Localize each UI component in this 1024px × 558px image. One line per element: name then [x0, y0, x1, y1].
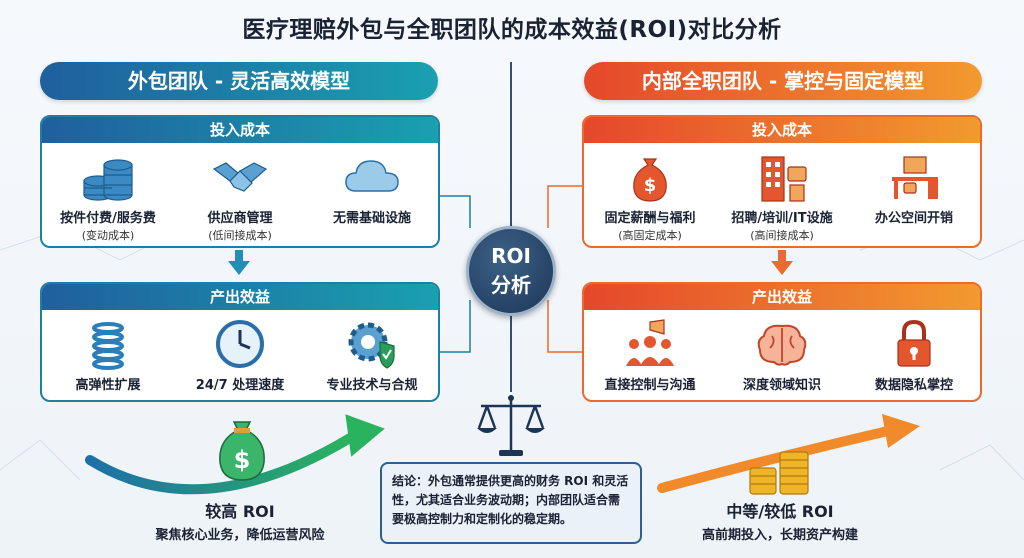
inhouse-output-panel: 产出效益 直接控制与沟通 深度领域知识 [582, 282, 982, 402]
result-title: 较高 ROI [205, 502, 275, 521]
item-label: 24/7 处理速度 [195, 378, 285, 393]
brain-icon [752, 318, 812, 370]
team-megaphone-icon [620, 318, 680, 370]
item-label: 高弹性扩展 [75, 378, 141, 393]
item-label: 固定薪酬与福利 [604, 211, 696, 226]
result-description: 高前期投入，长期资产构建 [701, 528, 858, 543]
outsourcing-input-panel: 投入成本 按件付费/服务费 (变动成本) [40, 115, 440, 248]
outsourcing-banner: 外包团队 - 灵活高效模型 [40, 62, 438, 100]
item-label: 无需基础设施 [332, 211, 411, 226]
result-description: 聚焦核心业务，降低运营风险 [155, 528, 325, 543]
left-flow-arrow-icon [228, 261, 250, 275]
office-building-icon [752, 151, 812, 203]
money-bag-icon: $ [219, 421, 265, 481]
inhouse-result: 中等/较低 ROI 高前期投入，长期资产构建 [650, 498, 910, 543]
left-rising-arrow-icon [85, 414, 385, 495]
right-flow-arrow-icon [771, 261, 793, 275]
input-item-no-infrastructure: 无需基础设施 [310, 151, 435, 243]
item-label: 数据隐私掌控 [874, 378, 953, 393]
item-label: 供应商管理 [207, 211, 273, 226]
panel-header: 产出效益 [42, 284, 438, 310]
input-item-fixed-salary: $ 固定薪酬与福利 (高固定成本) [588, 151, 713, 243]
input-item-vendor-management: 供应商管理 (低间接成本) [178, 151, 303, 243]
roi-analysis-badge: ROI 分析 [466, 226, 556, 316]
input-item-pay-per-piece: 按件付费/服务费 (变动成本) [46, 151, 171, 243]
item-label: 按件付费/服务费 [60, 211, 156, 226]
roi-badge-line1: ROI [491, 244, 531, 268]
outsourcing-output-panel: 产出效益 高弹性扩展 24/7 处理速度 [40, 282, 440, 402]
output-item-data-privacy: 数据隐私掌控 [852, 318, 977, 393]
item-sublabel: (高间接成本) [750, 229, 814, 242]
spring-icon [78, 318, 138, 370]
coin-stacks-icon [749, 451, 809, 495]
office-desk-icon [884, 151, 944, 203]
item-label: 办公空间开销 [874, 211, 953, 226]
output-item-24-7-speed: 24/7 处理速度 [178, 318, 303, 393]
item-label: 深度领域知识 [742, 378, 821, 393]
conclusion-box: 结论：外包通常提供更高的财务 ROI 和灵活性，尤其适合业务波动期；内部团队适合… [380, 462, 642, 544]
output-item-elastic-scaling: 高弹性扩展 [46, 318, 171, 393]
cloud-icon [342, 151, 402, 203]
svg-text:$: $ [234, 446, 251, 474]
item-label: 专业技术与合规 [326, 378, 418, 393]
outsourcing-result: 较高 ROI 聚焦核心业务，降低运营风险 [110, 498, 370, 543]
balance-scale-icon [477, 395, 545, 456]
right-flow-arrow-stem [778, 250, 786, 262]
output-item-domain-knowledge: 深度领域知识 [720, 318, 845, 393]
panel-header: 投入成本 [584, 117, 980, 143]
page-title: 医疗理赔外包与全职团队的成本效益(ROI)对比分析 [242, 17, 782, 43]
output-item-expertise-compliance: 专业技术与合规 [310, 318, 435, 393]
right-rising-arrow-icon [657, 414, 920, 493]
coins-stack-icon [78, 151, 138, 203]
padlock-icon [884, 318, 944, 370]
roi-badge-line2: 分析 [491, 273, 531, 297]
item-sublabel: (变动成本) [81, 229, 135, 242]
item-sublabel: (高固定成本) [618, 229, 682, 242]
output-item-direct-control: 直接控制与沟通 [588, 318, 713, 393]
svg-text:$: $ [644, 175, 657, 196]
handshake-icon [210, 151, 270, 203]
result-title: 中等/较低 ROI [726, 502, 834, 521]
money-bag-icon: $ [620, 151, 680, 203]
panel-header: 产出效益 [584, 284, 980, 310]
clock-icon [210, 318, 270, 370]
input-item-office-space: 办公空间开销 [852, 151, 977, 243]
gear-shield-icon [342, 318, 402, 370]
left-flow-arrow-stem [235, 250, 243, 262]
inhouse-banner: 内部全职团队 - 掌控与固定模型 [584, 62, 982, 100]
inhouse-input-panel: 投入成本 $ 固定薪酬与福利 (高固定成本) 招聘/培训/IT设施 [582, 115, 982, 248]
input-item-recruit-train-it: 招聘/培训/IT设施 (高间接成本) [720, 151, 845, 243]
item-label: 直接控制与沟通 [604, 378, 696, 393]
item-label: 招聘/培训/IT设施 [731, 211, 833, 226]
item-sublabel: (低间接成本) [208, 229, 272, 242]
panel-header: 投入成本 [42, 117, 438, 143]
